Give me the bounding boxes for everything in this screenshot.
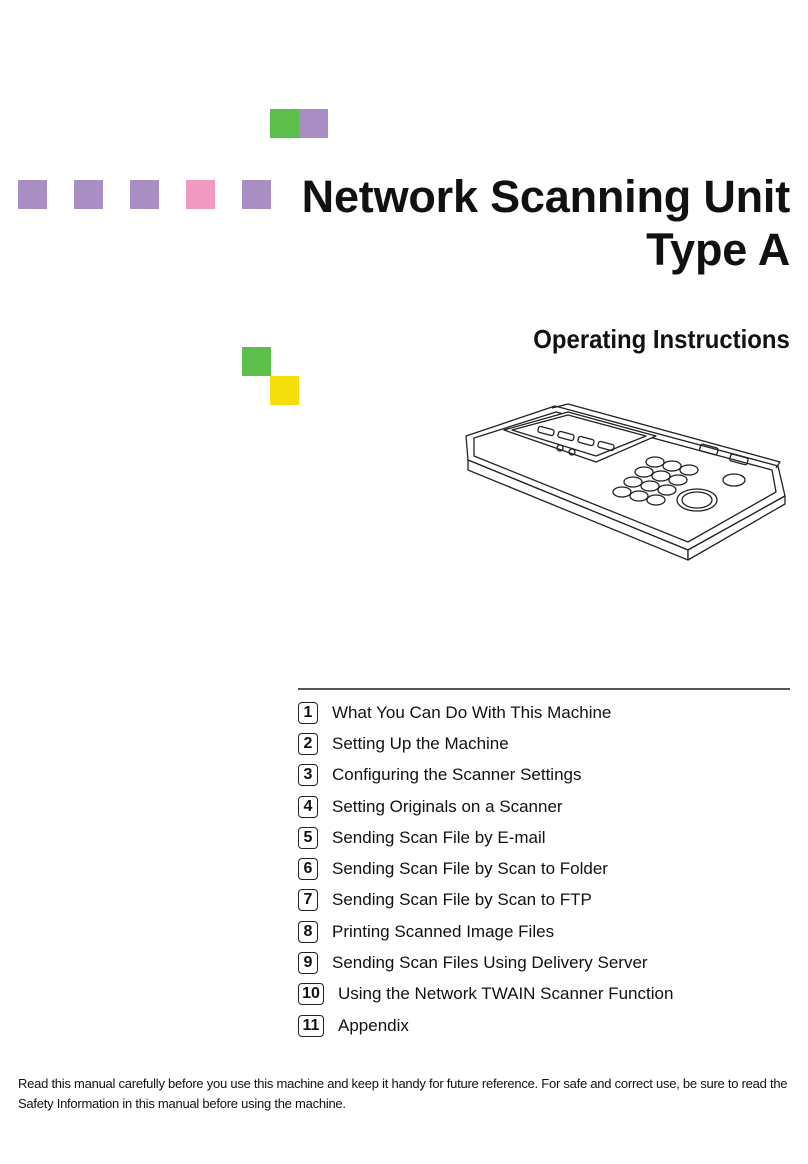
chapter-title: Using the Network TWAIN Scanner Function xyxy=(338,984,674,1004)
toc-item[interactable]: 6 Sending Scan File by Scan to Folder xyxy=(298,853,673,884)
toc-item[interactable]: 2 Setting Up the Machine xyxy=(298,728,673,759)
chapter-number-badge: 1 xyxy=(298,701,318,724)
safety-notice: Read this manual carefully before you us… xyxy=(18,1076,788,1111)
toc-item[interactable]: 4 Setting Originals on a Scanner xyxy=(298,791,673,822)
chapter-title: Sending Scan File by Scan to FTP xyxy=(332,890,592,910)
chapter-title: Setting Originals on a Scanner xyxy=(332,796,563,816)
chapter-number-badge: 8 xyxy=(298,920,318,943)
chapter-number-badge: 4 xyxy=(298,795,318,818)
chapter-number-badge: 2 xyxy=(298,732,318,755)
toc-item[interactable]: 5 Sending Scan File by E-mail xyxy=(298,822,673,853)
title-line-1: Network Scanning Unit xyxy=(301,171,791,222)
toc-item[interactable]: 8 Printing Scanned Image Files xyxy=(298,916,673,947)
toc-item[interactable]: 9 Sending Scan Files Using Delivery Serve… xyxy=(298,947,673,978)
toc-item[interactable]: 3 Configuring the Scanner Settings xyxy=(298,760,673,791)
chapter-title: Sending Scan File by E-mail xyxy=(332,827,546,847)
chapter-number-badge: 6 xyxy=(298,858,318,881)
document-title: Network Scanning Unit Type A xyxy=(301,170,791,276)
decor-square-purple-top xyxy=(299,109,328,138)
title-line-2: Type A xyxy=(646,224,790,275)
decor-square-green-top xyxy=(270,109,299,138)
toc-item[interactable]: 1 What You Can Do With This Machine xyxy=(298,697,673,728)
toc-divider xyxy=(298,688,790,690)
toc-item[interactable]: 11 Appendix xyxy=(298,1010,673,1041)
chapter-title: What You Can Do With This Machine xyxy=(332,702,612,722)
chapter-number-badge: 10 xyxy=(298,983,324,1006)
decor-square-purple-3 xyxy=(130,180,159,209)
scanner-device-illustration xyxy=(465,403,786,561)
decor-square-purple-4 xyxy=(242,180,271,209)
chapter-number-badge: 11 xyxy=(298,1014,324,1037)
chapter-number-badge: 3 xyxy=(298,764,318,787)
toc-item[interactable]: 7 Sending Scan File by Scan to FTP xyxy=(298,885,673,916)
chapter-title: Setting Up the Machine xyxy=(332,733,509,753)
chapter-title: Sending Scan Files Using Delivery Server xyxy=(332,953,648,973)
decor-square-purple-2 xyxy=(74,180,103,209)
chapter-number-badge: 9 xyxy=(298,952,318,975)
decor-square-green-mid xyxy=(242,347,271,376)
chapter-number-badge: 7 xyxy=(298,889,318,912)
chapter-title: Configuring the Scanner Settings xyxy=(332,765,582,785)
decor-square-purple-1 xyxy=(18,180,47,209)
decor-square-yellow xyxy=(270,376,299,405)
chapter-title: Appendix xyxy=(338,1015,409,1035)
decor-square-pink xyxy=(186,180,215,209)
toc-item[interactable]: 10 Using the Network TWAIN Scanner Functi… xyxy=(298,979,673,1010)
chapter-number-badge: 5 xyxy=(298,826,318,849)
document-subtitle: Operating Instructions xyxy=(533,324,790,354)
chapter-title: Sending Scan File by Scan to Folder xyxy=(332,859,608,879)
chapter-title: Printing Scanned Image Files xyxy=(332,921,555,941)
